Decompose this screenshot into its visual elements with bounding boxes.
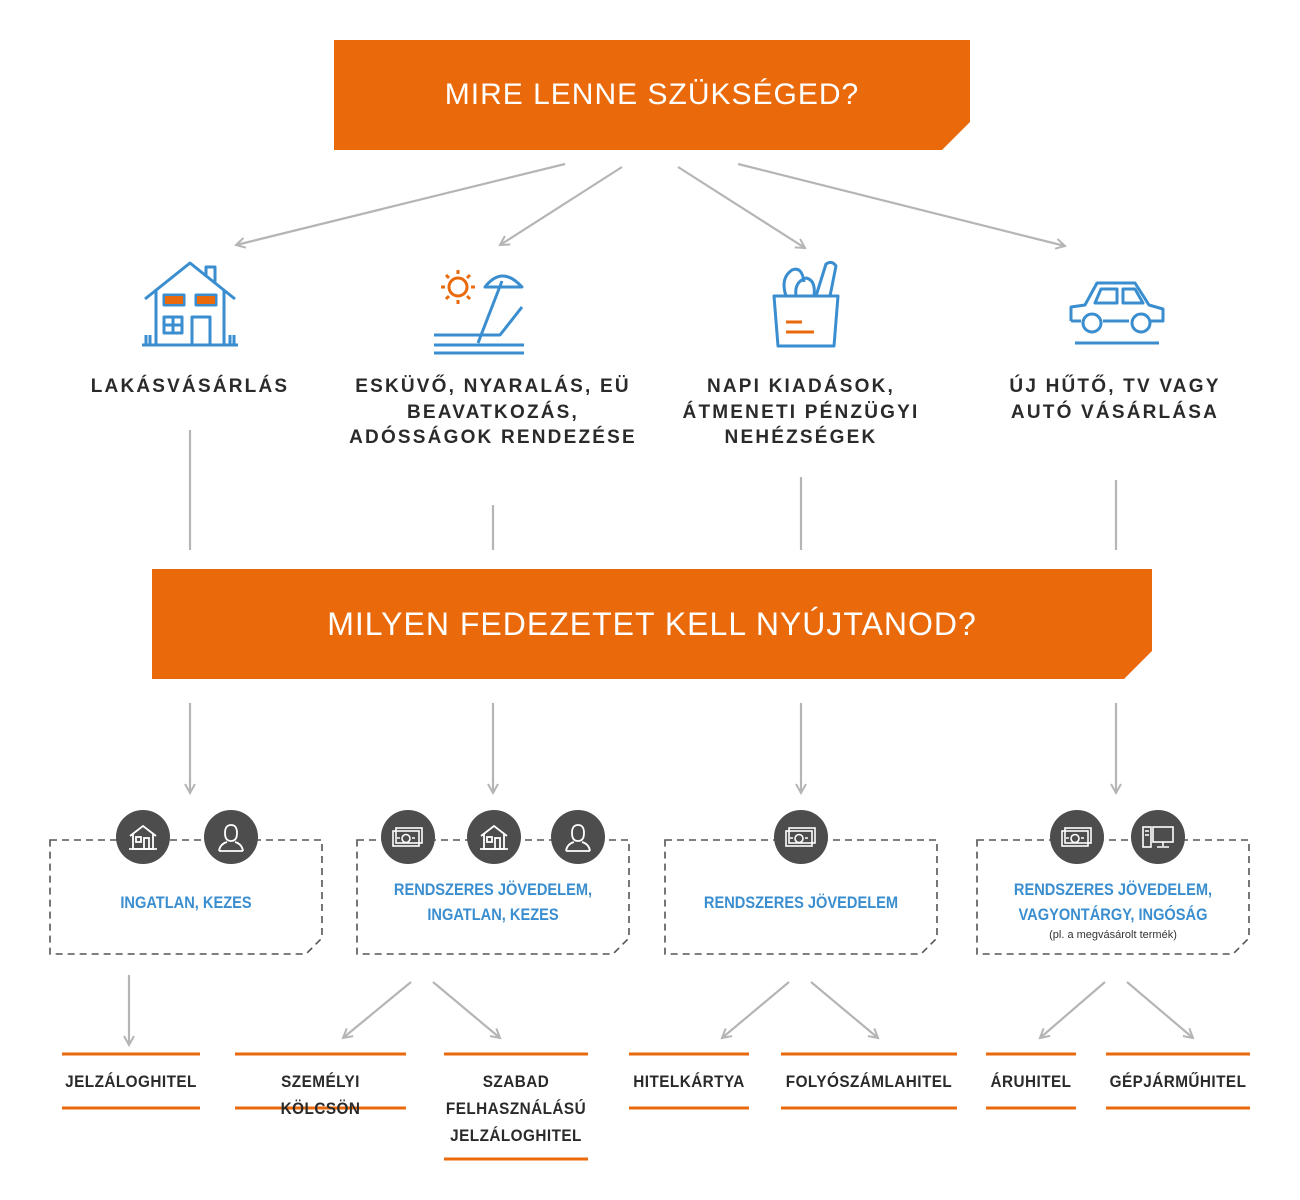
loan-label-3: SZABAD FELHASZNÁLÁSÚ JELZÁLOGHITEL (445, 1072, 587, 1145)
need-label-1: LAKÁSVÁSÁRLÁS (90, 376, 290, 397)
loan-label-2: SZEMÉLYI KÖLCSÖN (280, 1072, 361, 1118)
need-label-4: ÚJ HŰTŐ, TV VAGY AUTÓ VÁSÁRLÁSA (1009, 376, 1221, 423)
coverage-2-person-icon (551, 810, 605, 864)
loan-label-5: FOLYÓSZÁMLAHITEL (785, 1072, 953, 1091)
grocery-bag-icon (772, 260, 840, 348)
loan-label-6: ÁRUHITEL (990, 1072, 1072, 1091)
coverage-1-house-icon (116, 810, 170, 864)
coverage-2-house-icon (467, 810, 521, 864)
coverage-label-1: INGATLAN, KEZES (120, 893, 252, 912)
question-coverage-text: MILYEN FEDEZETET KELL NYÚJTANOD? (327, 605, 977, 642)
arrow-to-need-3 (677, 166, 805, 248)
loan-label-4: HITELKÁRTYA (633, 1072, 745, 1091)
question-banner-coverage: MILYEN FEDEZETET KELL NYÚJTANOD? (152, 569, 1152, 679)
coverage-label-3: RENDSZERES JÖVEDELEM (703, 893, 899, 912)
beach-chair-icon (434, 270, 524, 355)
coverage-4-appliance-icon (1131, 810, 1185, 864)
coverage-1-person-icon (204, 810, 258, 864)
arrow-to-need-4 (737, 162, 1065, 246)
question-banner-needs: MIRE LENNE SZÜKSÉGED? (334, 40, 970, 150)
arrow-to-need-2 (500, 166, 623, 245)
coverage-label-4: RENDSZERES JÖVEDELEM, VAGYONTÁRGY, INGÓS… (1013, 880, 1213, 924)
need-label-2: ESKÜVŐ, NYARALÁS, EÜ BEAVATKOZÁS, ADÓSSÁ… (349, 376, 637, 448)
coverage-2-money-icon (381, 810, 435, 864)
arrow-to-loan-5 (810, 981, 878, 1038)
loan-label-7: GÉPJÁRMŰHITEL (1109, 1072, 1247, 1091)
arrow-to-loan-6 (1040, 981, 1106, 1038)
coverage-3-money-icon (774, 810, 828, 864)
question-needs-text: MIRE LENNE SZÜKSÉGED? (444, 78, 860, 111)
coverage-label-2: RENDSZERES JÖVEDELEM, INGATLAN, KEZES (393, 880, 593, 924)
arrow-to-loan-4 (722, 981, 790, 1038)
need-label-3: NAPI KIADÁSOK, ÁTMENETI PÉNZÜGYI NEHÉZSÉ… (682, 376, 920, 448)
coverage-note-4: (pl. a megvásárolt termék) (1049, 929, 1177, 941)
arrow-to-loan-7 (1126, 981, 1193, 1038)
coverage-4-money-icon (1050, 810, 1104, 864)
car-icon (1069, 281, 1165, 345)
loan-label-1: JELZÁLOGHITEL (65, 1072, 197, 1091)
house-icon (142, 261, 238, 347)
arrow-to-need-1 (236, 162, 566, 245)
arrow-to-loan-2 (343, 981, 412, 1038)
arrow-to-loan-3 (432, 981, 500, 1038)
